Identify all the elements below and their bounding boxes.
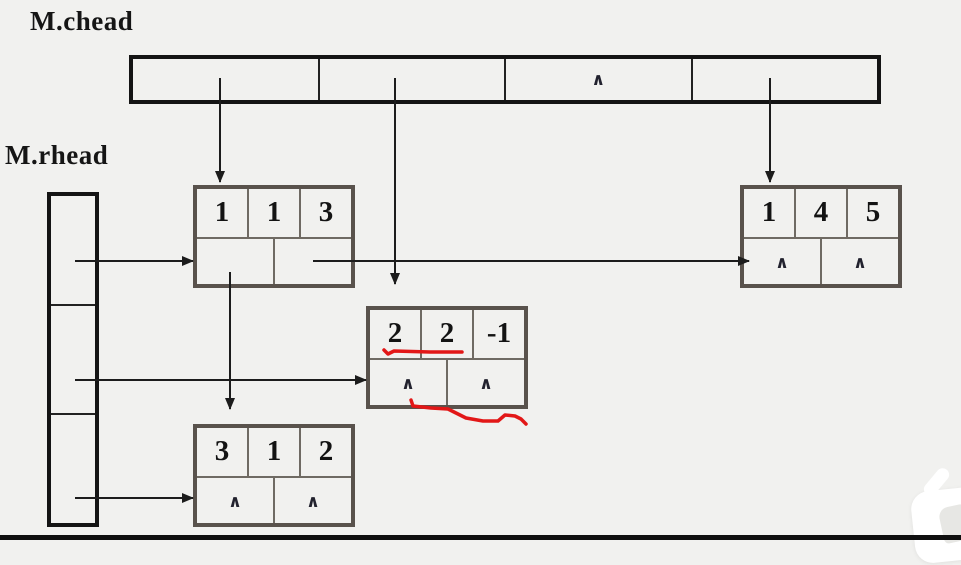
node-right-pointer-null: ∧ <box>853 252 867 273</box>
node-down-pointer-null: ∧ <box>744 239 822 284</box>
chead-cell-1 <box>133 59 320 100</box>
chead-array: ∧ <box>129 55 881 104</box>
chead-cell-2 <box>320 59 506 100</box>
rhead-cell-3 <box>51 415 95 523</box>
node-col-value: 1 <box>249 189 301 237</box>
node-row-value: 3 <box>197 428 249 476</box>
node-col-value: 1 <box>249 428 301 476</box>
node-down-pointer-null: ∧ <box>370 360 448 405</box>
node-elem-value: 2 <box>318 434 334 467</box>
rhead-cell-1 <box>51 196 95 306</box>
chead-cell-4 <box>693 59 878 100</box>
black-pointer-arrows <box>75 78 775 503</box>
rhead-cell-2 <box>51 306 95 416</box>
node-row-value: 2 <box>370 310 422 358</box>
node-elem-value: 5 <box>865 195 881 228</box>
video-progress-bar <box>0 535 961 540</box>
node-col-value: 2 <box>422 310 474 358</box>
chead-cell-3-null: ∧ <box>506 59 693 100</box>
node-right-pointer <box>275 239 351 284</box>
node-down-pointer <box>197 239 275 284</box>
node-right-pointer-null: ∧ <box>306 491 320 512</box>
node-right-pointer-null: ∧ <box>479 373 493 394</box>
node-row-value: 1 <box>197 189 249 237</box>
node-2-2-neg1: 2 2 -1 ∧ ∧ <box>366 306 528 409</box>
node-3-1-2: 3 1 2 ∧ ∧ <box>193 424 355 527</box>
node-elem-value: 3 <box>318 195 334 228</box>
node-elem-value: -1 <box>486 316 512 349</box>
node-1-1-3: 1 1 3 <box>193 185 355 288</box>
node-col-value: 4 <box>796 189 848 237</box>
rhead-label: M.rhead <box>5 140 109 170</box>
node-row-value: 1 <box>744 189 796 237</box>
node-1-4-5: 1 4 5 ∧ ∧ <box>740 185 902 288</box>
rhead-array <box>47 192 99 527</box>
node-down-pointer-null: ∧ <box>197 478 275 523</box>
chead-label: M.chead <box>30 6 134 36</box>
